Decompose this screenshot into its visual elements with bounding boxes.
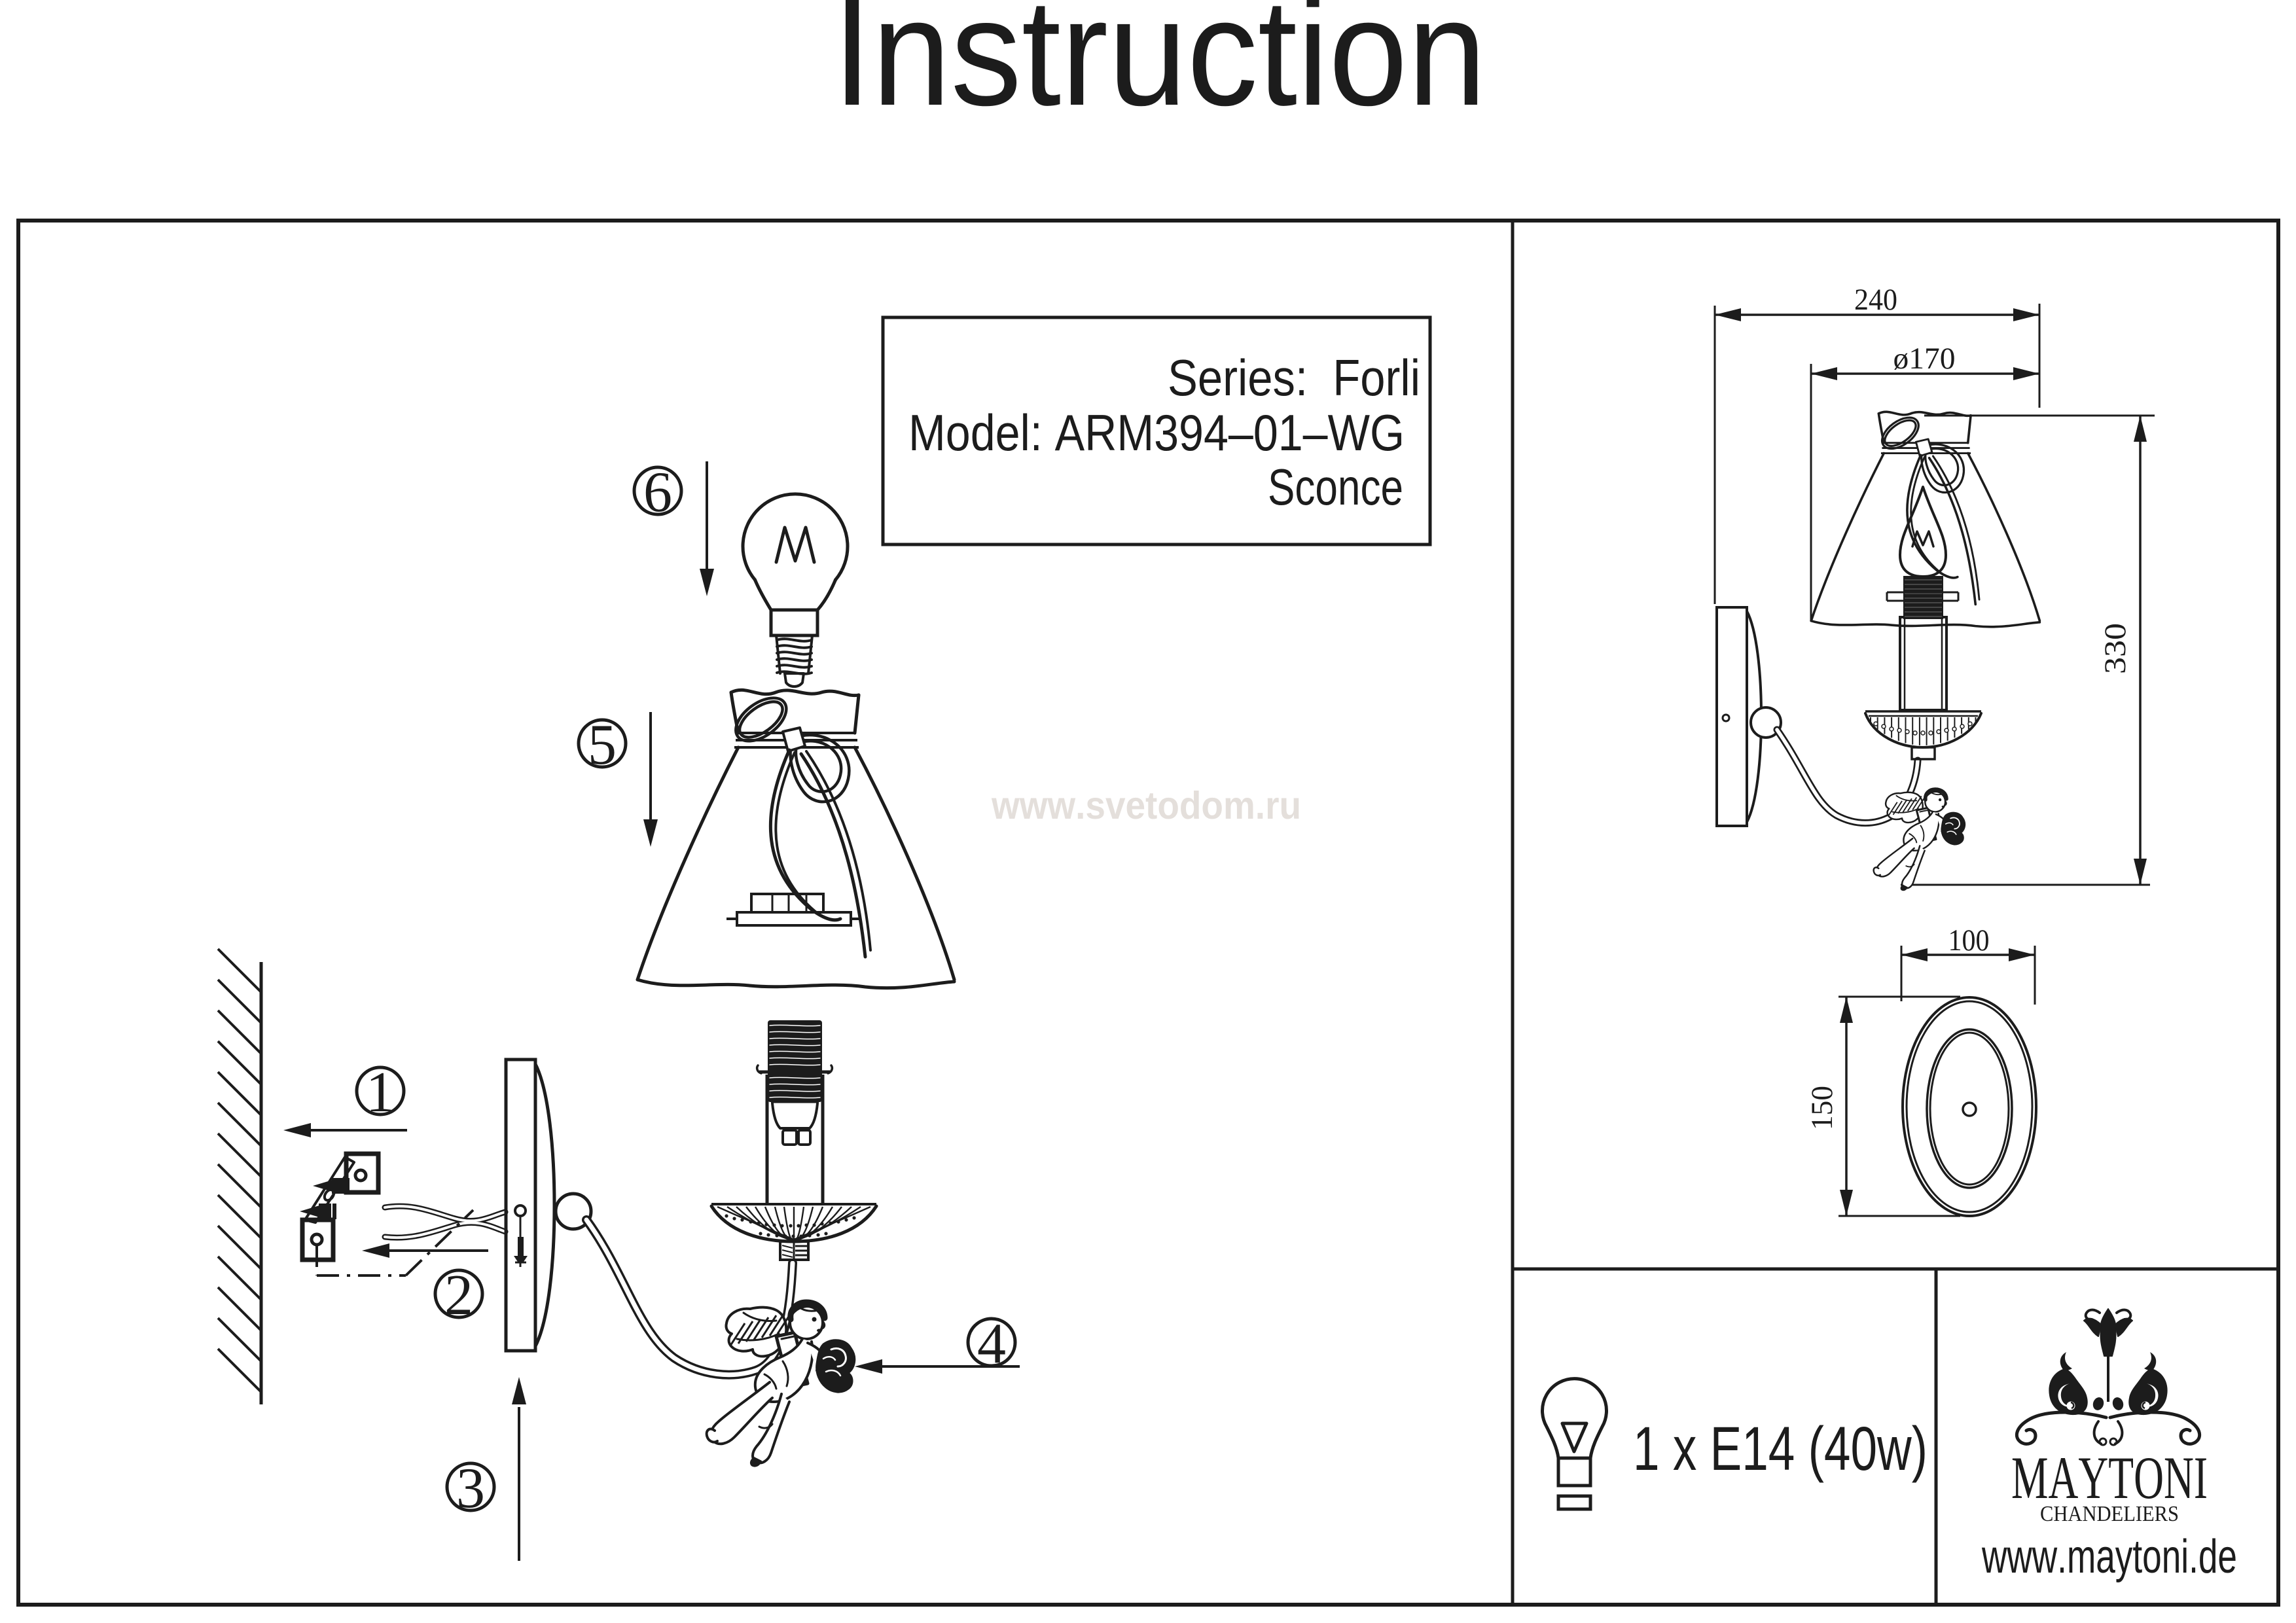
svg-text:1: 1 xyxy=(366,1061,395,1124)
svg-text:Sconce: Sconce xyxy=(1268,458,1403,516)
svg-text:330: 330 xyxy=(2098,623,2132,674)
svg-text:150: 150 xyxy=(1805,1086,1839,1130)
svg-text:ø170: ø170 xyxy=(1893,342,1956,376)
svg-text:6: 6 xyxy=(643,461,672,524)
svg-text:4: 4 xyxy=(977,1312,1006,1376)
svg-text:CHANDELIERS: CHANDELIERS xyxy=(2040,1502,2179,1526)
svg-text:240: 240 xyxy=(1854,283,1897,317)
svg-text:100: 100 xyxy=(1948,923,1990,957)
svg-text:Series: Forli: Series: Forli xyxy=(1168,349,1420,406)
svg-text:2: 2 xyxy=(444,1264,473,1327)
svg-text:5: 5 xyxy=(588,713,617,777)
svg-text:MAYTONI: MAYTONI xyxy=(2011,1444,2208,1511)
svg-text:Instruction: Instruction xyxy=(833,0,1486,137)
svg-text:Model: ARM394–01–WG: Model: ARM394–01–WG xyxy=(908,404,1405,461)
svg-text:www.svetodom.ru: www.svetodom.ru xyxy=(991,784,1301,827)
svg-text:www.maytoni.de: www.maytoni.de xyxy=(1981,1531,2237,1583)
svg-text:3: 3 xyxy=(456,1457,485,1520)
svg-text:1 x E14 (40w): 1 x E14 (40w) xyxy=(1633,1414,1928,1484)
